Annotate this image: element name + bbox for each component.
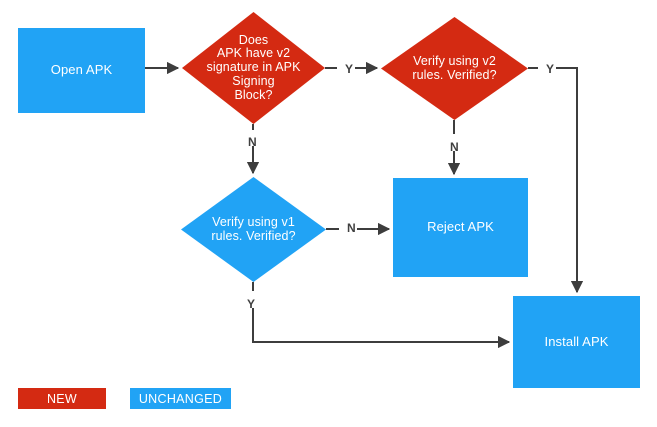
node-install-apk-label: Install APK	[544, 333, 609, 349]
node-reject-apk-label: Reject APK	[427, 219, 494, 235]
edge-v2-yes-2	[556, 67, 584, 294]
edge-label-verify-v2-no: N	[450, 140, 459, 154]
node-open-apk-label: Open APK	[50, 62, 113, 78]
edge-label-verify-v1-no: N	[347, 221, 356, 235]
edge-label-v2sig-no: N	[248, 135, 257, 149]
edge-label-verify-v2-yes: Y	[546, 62, 555, 76]
legend-item-unchanged-label: UNCHANGED	[138, 391, 223, 406]
node-verify-v1-label: Verify using v1 rules. Verified?	[211, 214, 296, 243]
diamond-shape	[181, 177, 326, 282]
diamond-shape	[381, 17, 528, 120]
node-reject-apk[interactable]: Reject APK	[393, 178, 528, 277]
edge-label-v2sig-yes: Y	[345, 62, 354, 76]
diamond-shape	[182, 12, 325, 124]
node-has-v2-signature[interactable]: Does APK have v2 signature in APK Signin…	[182, 12, 325, 124]
node-verify-v1[interactable]: Verify using v1 rules. Verified?	[181, 177, 326, 282]
node-open-apk[interactable]: Open APK	[18, 28, 145, 113]
legend-item-new: NEW	[18, 388, 106, 409]
node-verify-v2-label: Verify using v2 rules. Verified?	[412, 53, 497, 82]
legend-item-unchanged: UNCHANGED	[130, 388, 231, 409]
edge-v1-yes-2	[252, 308, 511, 349]
node-verify-v2[interactable]: Verify using v2 rules. Verified?	[381, 17, 528, 120]
node-install-apk[interactable]: Install APK	[513, 296, 640, 388]
node-has-v2-signature-label: Does APK have v2 signature in APK Signin…	[206, 32, 301, 102]
legend-item-new-label: NEW	[46, 391, 78, 406]
edge-label-verify-v1-yes: Y	[247, 297, 256, 311]
